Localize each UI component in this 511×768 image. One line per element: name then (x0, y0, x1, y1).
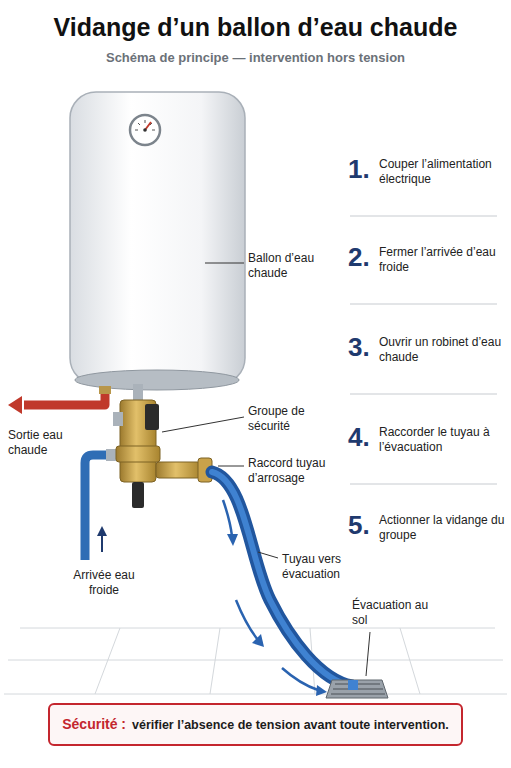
leader-line (162, 263, 370, 676)
subtitle: Schéma de principe — intervention hors t… (0, 50, 511, 66)
step-text: Ouvrir un robinet d’eau chaude (379, 335, 505, 365)
part-label: Ballon d’eau chaude (248, 251, 333, 281)
step-number: 5. (348, 511, 378, 540)
note-body: vérifier l’absence de tension avant tout… (132, 718, 449, 732)
drain-hose (212, 472, 352, 686)
step-text: Fermer l’arrivée d’eau froide (379, 245, 505, 275)
safety-group (113, 400, 212, 508)
hot-water-pipe (24, 386, 105, 405)
part-label: Tuyau vers évacuation (282, 552, 346, 582)
pipe-fitting (133, 384, 143, 402)
step-number: 3. (348, 333, 378, 362)
step-text: Raccorder le tuyau à l’évacuation (379, 425, 505, 455)
flow-arrow (8, 396, 22, 414)
drain-hose-highlight (212, 472, 352, 686)
part-label: Groupe de sécurité (248, 404, 326, 434)
floor-drain (326, 680, 388, 698)
part-label: Sortie eau chaude (8, 428, 80, 458)
step-text: Actionner la vidange du groupe (379, 513, 505, 543)
flow-arrow (223, 500, 318, 690)
step-text: Couper l’alimentation électrique (379, 157, 505, 187)
thermometer-gauge (130, 115, 160, 145)
diagram-title: Vidange d’un ballon d’eau chaude (0, 12, 511, 43)
note-heading: Sécurité : (62, 716, 126, 732)
part-label: Raccord tuyau d’arrosage (248, 456, 340, 486)
safety-note-box: Sécurité : vérifier l’absence de tension … (48, 703, 463, 746)
step-number: 4. (348, 423, 378, 452)
pipe-fitting (106, 449, 116, 461)
step-number: 2. (348, 243, 378, 272)
pipe-fitting (99, 386, 111, 394)
tank-body (70, 92, 245, 384)
part-label: Évacuation au sol (352, 598, 432, 628)
cold-water-pipe (85, 455, 120, 560)
part-label: Arrivée eau froide (66, 568, 142, 598)
flow-arrow (97, 526, 107, 552)
step-number: 1. (348, 155, 378, 184)
